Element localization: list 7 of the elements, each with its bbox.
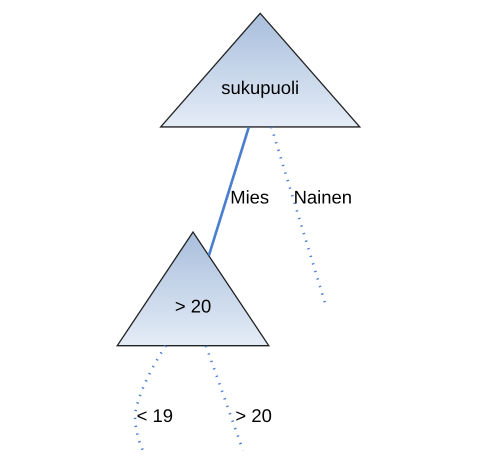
connector (208, 126, 250, 256)
connector (134, 345, 167, 452)
edge-label: Nainen (294, 186, 352, 208)
connector (204, 346, 244, 451)
edge-label: Mies (230, 186, 270, 208)
edge-label: > 20 (235, 405, 272, 426)
edge-label: < 19 (136, 405, 174, 426)
